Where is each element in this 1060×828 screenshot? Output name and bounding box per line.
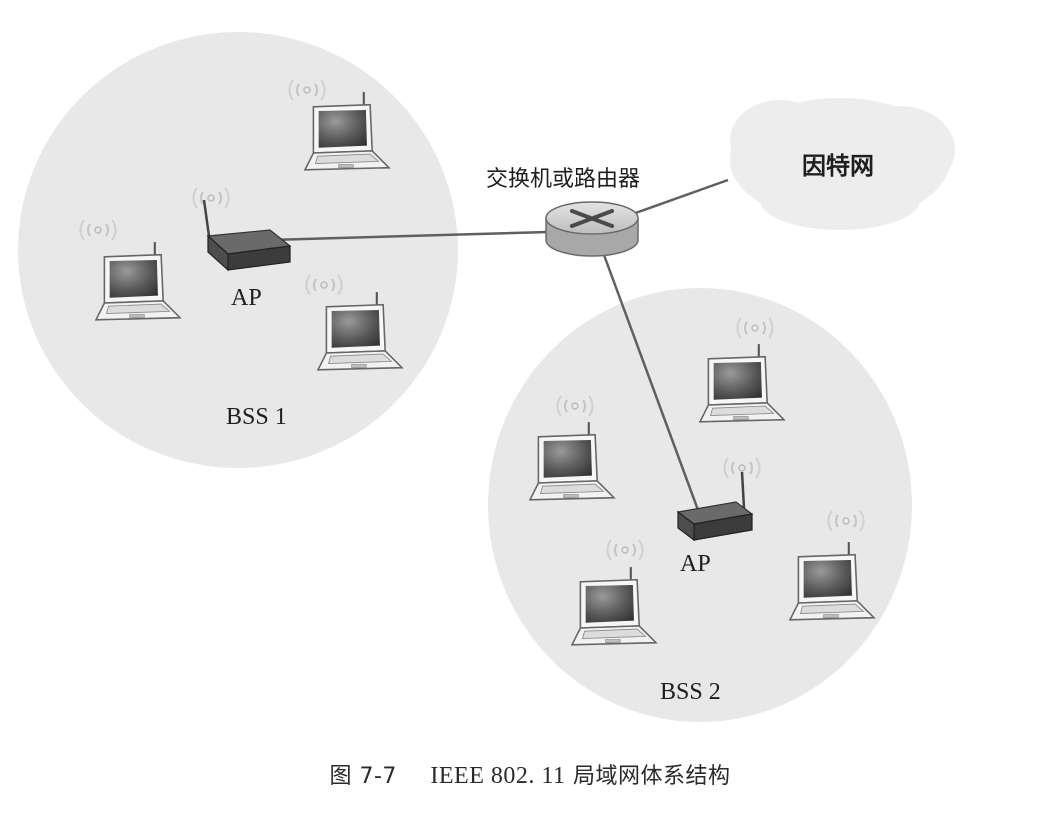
internet-label: 因特网 — [802, 152, 874, 180]
access-point-2-icon — [676, 457, 761, 542]
link-router-internet — [629, 178, 729, 217]
figure-title: 局域网体系结构 — [573, 764, 731, 789]
bss2-label: BSS 2 — [660, 679, 721, 705]
link-router-ap2 — [602, 254, 700, 511]
router-icon — [545, 201, 639, 257]
ap2-label: AP — [680, 551, 711, 577]
figure-number: 图 7-7 — [329, 764, 397, 789]
link-ap1-router — [269, 230, 549, 242]
bss2-cell — [488, 288, 912, 722]
router-label: 交换机或路由器 — [486, 167, 641, 192]
access-point-1-icon — [192, 187, 292, 272]
ap1-label: AP — [231, 285, 262, 311]
figure-caption: 图 7-7 IEEE 802. 11 局域网体系结构 — [0, 758, 1060, 790]
figure-standard: IEEE 802. 11 — [430, 763, 566, 789]
bss1-label: BSS 1 — [226, 404, 287, 430]
internet-cloud — [730, 98, 955, 230]
